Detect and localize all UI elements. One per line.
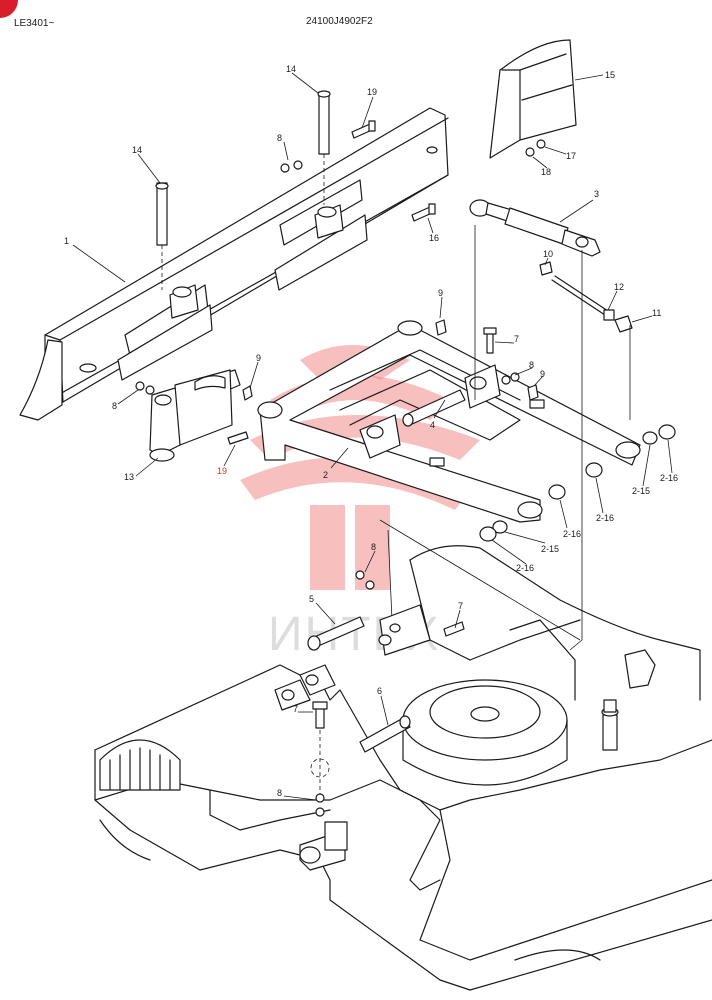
part-bracket-13 xyxy=(149,369,241,462)
callout-2-15-right: 2-15 xyxy=(632,486,650,496)
part-bolt-19-left xyxy=(227,431,249,445)
callout-11: 11 xyxy=(652,308,661,318)
callout-8-center: 8 xyxy=(371,542,376,552)
callout-2-16-right: 2-16 xyxy=(596,513,614,523)
callout-6: 6 xyxy=(377,686,382,696)
callout-7-mid: 7 xyxy=(514,334,519,344)
part-pin-5 xyxy=(307,616,365,651)
part-cylinder xyxy=(469,199,601,257)
part-pin-14-right xyxy=(317,90,331,205)
part-grease-fitting-10 xyxy=(539,261,553,276)
callout-9-left: 9 xyxy=(256,353,261,363)
callout-8-mid: 8 xyxy=(529,360,534,370)
part-bolt-7-right xyxy=(443,621,465,637)
callout-4: 4 xyxy=(430,420,435,430)
callout-2-15-center: 2-15 xyxy=(541,544,559,554)
part-grease-9-left xyxy=(242,385,253,401)
part-cover-plate xyxy=(489,39,577,159)
part-frame xyxy=(257,320,641,523)
callout-1: 1 xyxy=(64,236,69,246)
callout-9-top: 9 xyxy=(438,288,443,298)
callout-15: 15 xyxy=(605,70,615,80)
callout-14-left: 14 xyxy=(132,145,142,155)
callout-8-left: 8 xyxy=(112,401,117,411)
part-hose-12 xyxy=(551,275,615,321)
callout-17: 17 xyxy=(566,151,576,161)
callout-12: 12 xyxy=(614,282,624,292)
callout-5: 5 xyxy=(309,594,314,604)
header-drawing-number: 24100J4902F2 xyxy=(306,16,373,27)
corner-badge xyxy=(0,0,18,18)
callout-19-left: 19 xyxy=(217,466,227,476)
callout-13: 13 xyxy=(124,472,134,482)
part-nuts-8-mid xyxy=(501,372,520,385)
part-nuts-8-lower xyxy=(315,793,325,817)
part-bolt-19-top xyxy=(351,120,376,139)
leader-lines xyxy=(72,72,673,801)
part-bushings xyxy=(479,424,676,542)
callout-9-mid: 9 xyxy=(540,369,545,379)
header-left-code: LE3401~ xyxy=(14,18,54,29)
callout-7-lower: 7 xyxy=(293,704,298,714)
callout-2-16-far-right: 2-16 xyxy=(660,473,678,483)
callout-2-16-lower: 2-16 xyxy=(516,563,534,573)
callout-8-top: 8 xyxy=(277,133,282,143)
callout-3: 3 xyxy=(594,189,599,199)
callout-7-right: 7 xyxy=(458,601,463,611)
callout-2-16-center: 2-16 xyxy=(563,529,581,539)
part-undercarriage xyxy=(94,225,712,991)
part-bolt-16 xyxy=(411,203,436,222)
part-bolt-7-mid xyxy=(483,327,497,354)
part-grease-9-mid xyxy=(527,384,539,401)
callout-labels: 1 2 3 4 5 6 7 7 7 8 8 8 8 8 9 9 9 10 11 … xyxy=(64,64,678,798)
part-fitting-11 xyxy=(614,315,633,333)
part-pin-14-left xyxy=(155,182,169,290)
part-nuts-8-top xyxy=(280,160,303,173)
part-pin-4 xyxy=(402,389,466,427)
callout-18: 18 xyxy=(541,167,551,177)
callout-10: 10 xyxy=(543,249,553,259)
part-nuts-8-left xyxy=(135,381,155,395)
part-bolt-7-lower xyxy=(310,701,330,800)
callout-8-lower: 8 xyxy=(277,788,282,798)
callout-16: 16 xyxy=(429,233,439,243)
part-dozer-blade xyxy=(19,107,449,421)
callout-14-right: 14 xyxy=(286,64,296,74)
part-nuts-8-center xyxy=(355,570,375,590)
part-grease-9-top xyxy=(435,319,447,336)
part-pin-6 xyxy=(359,715,411,753)
callout-2: 2 xyxy=(323,470,328,480)
callout-19-top: 19 xyxy=(367,87,377,97)
